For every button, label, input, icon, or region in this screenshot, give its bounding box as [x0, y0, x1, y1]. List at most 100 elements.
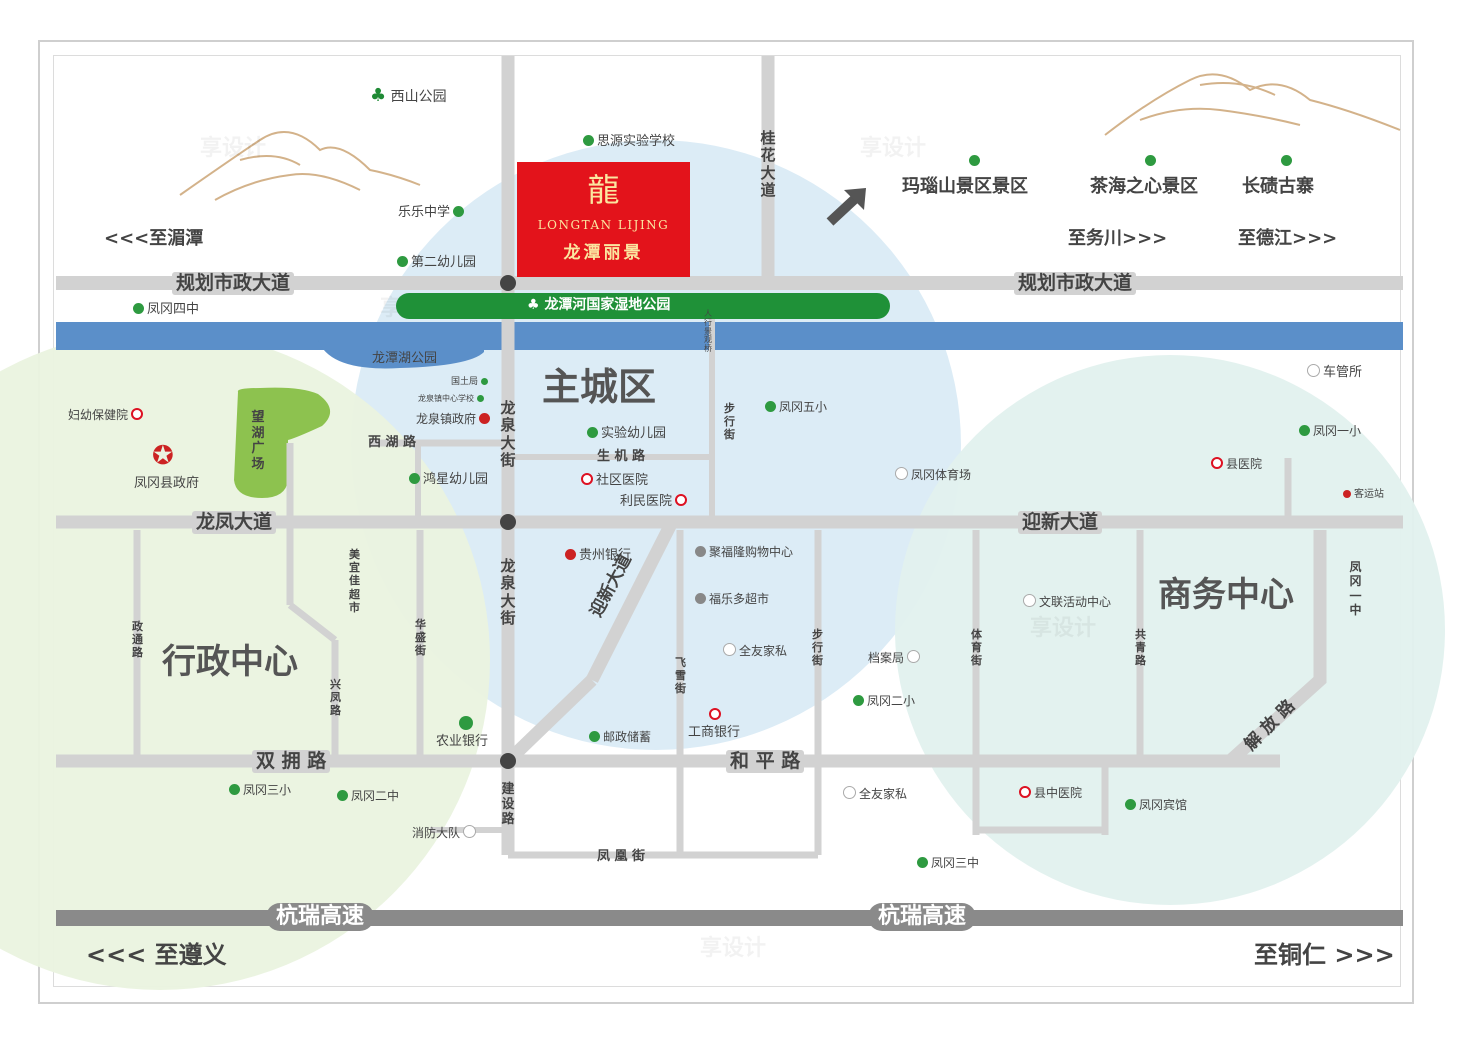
school-icon	[583, 135, 594, 146]
poi-tiyuchang[interactable]: 凤冈体育场	[892, 467, 971, 481]
poi-fenggang4[interactable]: 凤冈四中	[130, 303, 199, 316]
mountain-sketch-left	[179, 131, 421, 201]
project-name-en: LONGTAN LIJING	[537, 218, 670, 232]
poi-wenlian[interactable]: 文联活动中心	[1020, 594, 1111, 608]
hospital-icon	[581, 473, 593, 485]
northeast-arrow	[826, 188, 866, 226]
logo-mark: 龍	[587, 171, 620, 209]
poi-cheguan[interactable]: 车管所	[1304, 364, 1362, 379]
road-buxing-n: 步行街	[724, 402, 735, 442]
poi-keyun[interactable]: 客运站	[1340, 490, 1384, 500]
road-gongqing: 共青路	[1135, 628, 1146, 668]
scenic-chahai[interactable]: 茶海之心景区	[1090, 176, 1198, 197]
poi-dier-you[interactable]: 第二幼儿园	[394, 256, 476, 269]
poi-guotu[interactable]: 国土局	[451, 378, 491, 387]
post-icon	[589, 731, 600, 742]
poi-wanghu[interactable]: 望湖广场	[251, 410, 265, 472]
school-icon	[1299, 425, 1310, 436]
poi-meiyi[interactable]: 美宜佳超市	[349, 548, 360, 614]
road-feixue: 飞雪街	[675, 656, 686, 696]
poi-jufulong[interactable]: 聚福隆购物中心	[692, 546, 793, 558]
main-zone-label: 主城区	[542, 365, 657, 409]
poi-guizhou-bank[interactable]: 贵州银行	[562, 549, 631, 562]
fire-station-icon	[463, 825, 477, 838]
to-zunyi: <<< 至遵义	[86, 941, 227, 969]
government-icon	[479, 413, 491, 424]
hospital-icon	[1019, 786, 1031, 798]
poi-longquan-gov[interactable]: 龙泉镇政府	[416, 413, 493, 425]
poi-lele[interactable]: 乐乐中学	[398, 206, 467, 219]
store-icon	[843, 786, 856, 799]
school-icon	[397, 256, 408, 267]
stadium-icon	[895, 467, 908, 480]
poi-xiaofang[interactable]: 消防大队	[412, 825, 479, 839]
poi-dangan[interactable]: 档案局	[868, 650, 923, 664]
poi-zhongyi[interactable]: 县中医院	[1016, 786, 1082, 799]
road-guihuadadao: 桂花大道	[760, 129, 776, 199]
office-icon	[1307, 364, 1320, 377]
road-guihua-left: 规划市政大道	[172, 272, 295, 295]
watermark: 享设计	[200, 136, 267, 161]
poi-fenggang3z[interactable]: 凤冈三中	[914, 857, 979, 869]
poi-fenggang3x[interactable]: 凤冈三小	[226, 784, 291, 796]
school-icon	[337, 790, 348, 801]
road-longquan-s: 龙泉大街	[500, 557, 516, 627]
poi-longquan-school[interactable]: 龙泉镇中心学校	[418, 395, 487, 403]
poi-fuyou[interactable]: 妇幼保健院	[68, 408, 146, 421]
road-heping: 和 平 路	[726, 750, 805, 773]
bank-icon	[565, 549, 576, 560]
poi-fulede[interactable]: 福乐多超市	[692, 593, 769, 605]
scenic-pin-icon	[966, 152, 983, 168]
scenic-changqi[interactable]: 长碛古寨	[1242, 176, 1314, 197]
road-longfeng: 龙凤大道	[192, 511, 277, 534]
admin-zone-circle	[0, 330, 490, 990]
poi-quanyou1[interactable]: 全友家私	[720, 643, 787, 657]
scenic-mayao[interactable]: 玛瑙山景区景区	[902, 176, 1028, 197]
poi-fenggang1x[interactable]: 凤冈一小	[1296, 425, 1361, 437]
hotel-icon	[1125, 799, 1136, 810]
poi-fenggang5[interactable]: 凤冈五小	[762, 401, 827, 413]
poi-siyuan[interactable]: 思源实验学校	[580, 135, 675, 148]
poi-shequ[interactable]: 社区医院	[578, 473, 648, 487]
poi-county-gov[interactable]: 凤冈县政府	[134, 476, 200, 491]
activity-icon	[1023, 594, 1036, 607]
poi-binguan[interactable]: 凤冈宾馆	[1122, 799, 1187, 811]
road-buxing-s: 步行街	[812, 628, 823, 668]
shopping-cart-icon	[695, 593, 706, 604]
mountain-sketch-right	[1104, 73, 1401, 136]
poi-fenggang2z[interactable]: 凤冈二中	[334, 790, 399, 802]
road-longquan-n: 龙泉大街	[500, 399, 516, 469]
river	[56, 322, 1403, 350]
hospital-icon	[1211, 457, 1223, 469]
road-renxing-bridge: 人行景观桥	[704, 309, 712, 354]
school-icon	[917, 857, 928, 868]
school-icon	[587, 427, 598, 438]
poi-youzheng[interactable]: 邮政储蓄	[586, 731, 651, 743]
poi-nongye[interactable]: 农业银行	[436, 734, 489, 749]
poi-xishan[interactable]: ♣ 西山公园	[370, 85, 447, 106]
road-zhengtong: 政通路	[132, 620, 143, 660]
scenic-pin-icon	[1278, 152, 1295, 168]
poi-fenggang1z[interactable]: 凤冈一中	[1349, 560, 1362, 618]
tree-icon: ♣	[370, 85, 387, 106]
bank-icon	[706, 706, 724, 722]
poi-limin[interactable]: 利民医院	[620, 494, 690, 508]
watermark: 享设计	[700, 936, 767, 961]
hospital-icon	[675, 494, 688, 506]
poi-gongshang[interactable]: 工商银行	[688, 725, 741, 740]
shopping-cart-icon	[695, 546, 706, 557]
poi-shiyan-you[interactable]: 实验幼儿园	[584, 427, 666, 440]
poi-quanyou2[interactable]: 全友家私	[840, 786, 907, 800]
tree-icon: ♣	[527, 297, 540, 313]
wetland-park-label[interactable]: ♣ 龙潭河国家湿地公园	[527, 297, 671, 313]
poi-hongxing[interactable]: 鸿星幼儿园	[406, 473, 488, 486]
poi-xianyiyuan[interactable]: 县医院	[1208, 457, 1262, 470]
poi-longtanhu[interactable]: 龙潭湖公园	[372, 351, 438, 366]
road-fenghuang: 凤 凰 街	[597, 849, 646, 864]
to-dejiang: 至德江>>>	[1238, 228, 1338, 249]
project-logo-block[interactable]: 龍 LONGTAN LIJING 龙潭丽景	[517, 162, 690, 277]
road-jianshe: 建设路	[501, 782, 515, 827]
poi-fenggang2x[interactable]: 凤冈二小	[850, 695, 915, 707]
school-icon	[453, 206, 465, 217]
office-icon	[481, 378, 489, 385]
